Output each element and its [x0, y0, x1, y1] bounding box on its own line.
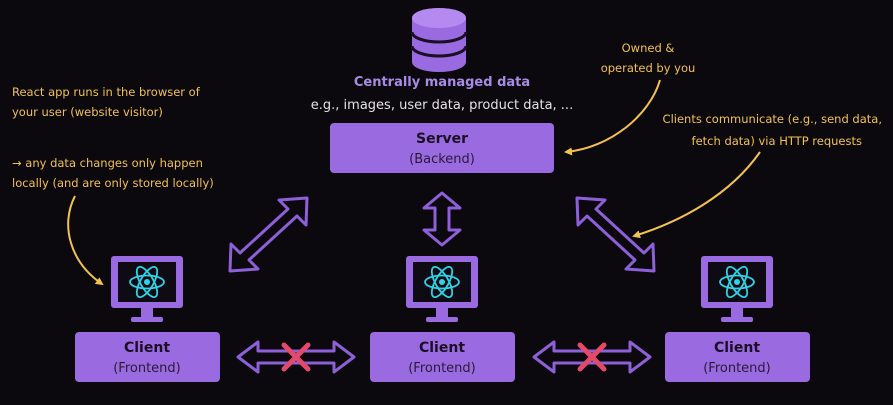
double-arrow-server-right-client	[575, 196, 656, 273]
annotation-arrow-to-http-arrow	[632, 151, 761, 239]
monitor-icon	[406, 256, 478, 322]
note-browser-line-2: your user (website visitor)	[12, 105, 163, 119]
annotation-arrow-to-server	[564, 79, 661, 156]
react-logo-icon	[424, 266, 460, 298]
monitor-icon	[701, 256, 773, 322]
annotation-arrow-to-left-client	[67, 195, 104, 286]
note-owned-line-2: operated by you	[601, 61, 696, 75]
double-arrow-server-middle-client	[422, 191, 462, 247]
note-local-line-1: → any data changes only happen	[12, 156, 203, 170]
note-local-line-2: locally (and are only stored locally)	[12, 176, 214, 190]
client-title: Client	[714, 340, 760, 356]
react-logo-icon	[129, 266, 165, 298]
database-icon	[410, 8, 468, 72]
central-data-examples: e.g., images, user data, product data, .…	[311, 98, 573, 113]
server-title: Server	[416, 131, 468, 147]
server-subtitle: (Backend)	[409, 152, 475, 167]
client-box-right: Client (Frontend)	[665, 332, 810, 382]
client-subtitle: (Frontend)	[703, 361, 771, 376]
client-subtitle: (Frontend)	[408, 361, 476, 376]
double-arrow-client-middle-right	[532, 340, 652, 374]
cross-icon	[577, 342, 607, 372]
note-http-line-2: fetch data) via HTTP requests	[692, 134, 862, 148]
client-subtitle: (Frontend)	[113, 361, 181, 376]
monitor-icon	[111, 256, 183, 322]
react-logo-icon	[719, 266, 755, 298]
client-box-left: Client (Frontend)	[75, 332, 220, 382]
client-title: Client	[124, 340, 170, 356]
note-owned-line-1: Owned &	[622, 41, 675, 55]
client-box-middle: Client (Frontend)	[370, 332, 515, 382]
central-data-heading: Centrally managed data	[354, 75, 530, 90]
client-title: Client	[419, 340, 465, 356]
note-browser-line-1: React app runs in the browser of	[12, 85, 201, 99]
server-box: Server (Backend)	[330, 123, 554, 173]
note-http-line-1: Clients communicate (e.g., send data,	[663, 112, 882, 126]
double-arrow-client-left-middle	[236, 340, 356, 374]
cross-icon	[281, 342, 311, 372]
double-arrow-server-left-client	[228, 196, 309, 273]
